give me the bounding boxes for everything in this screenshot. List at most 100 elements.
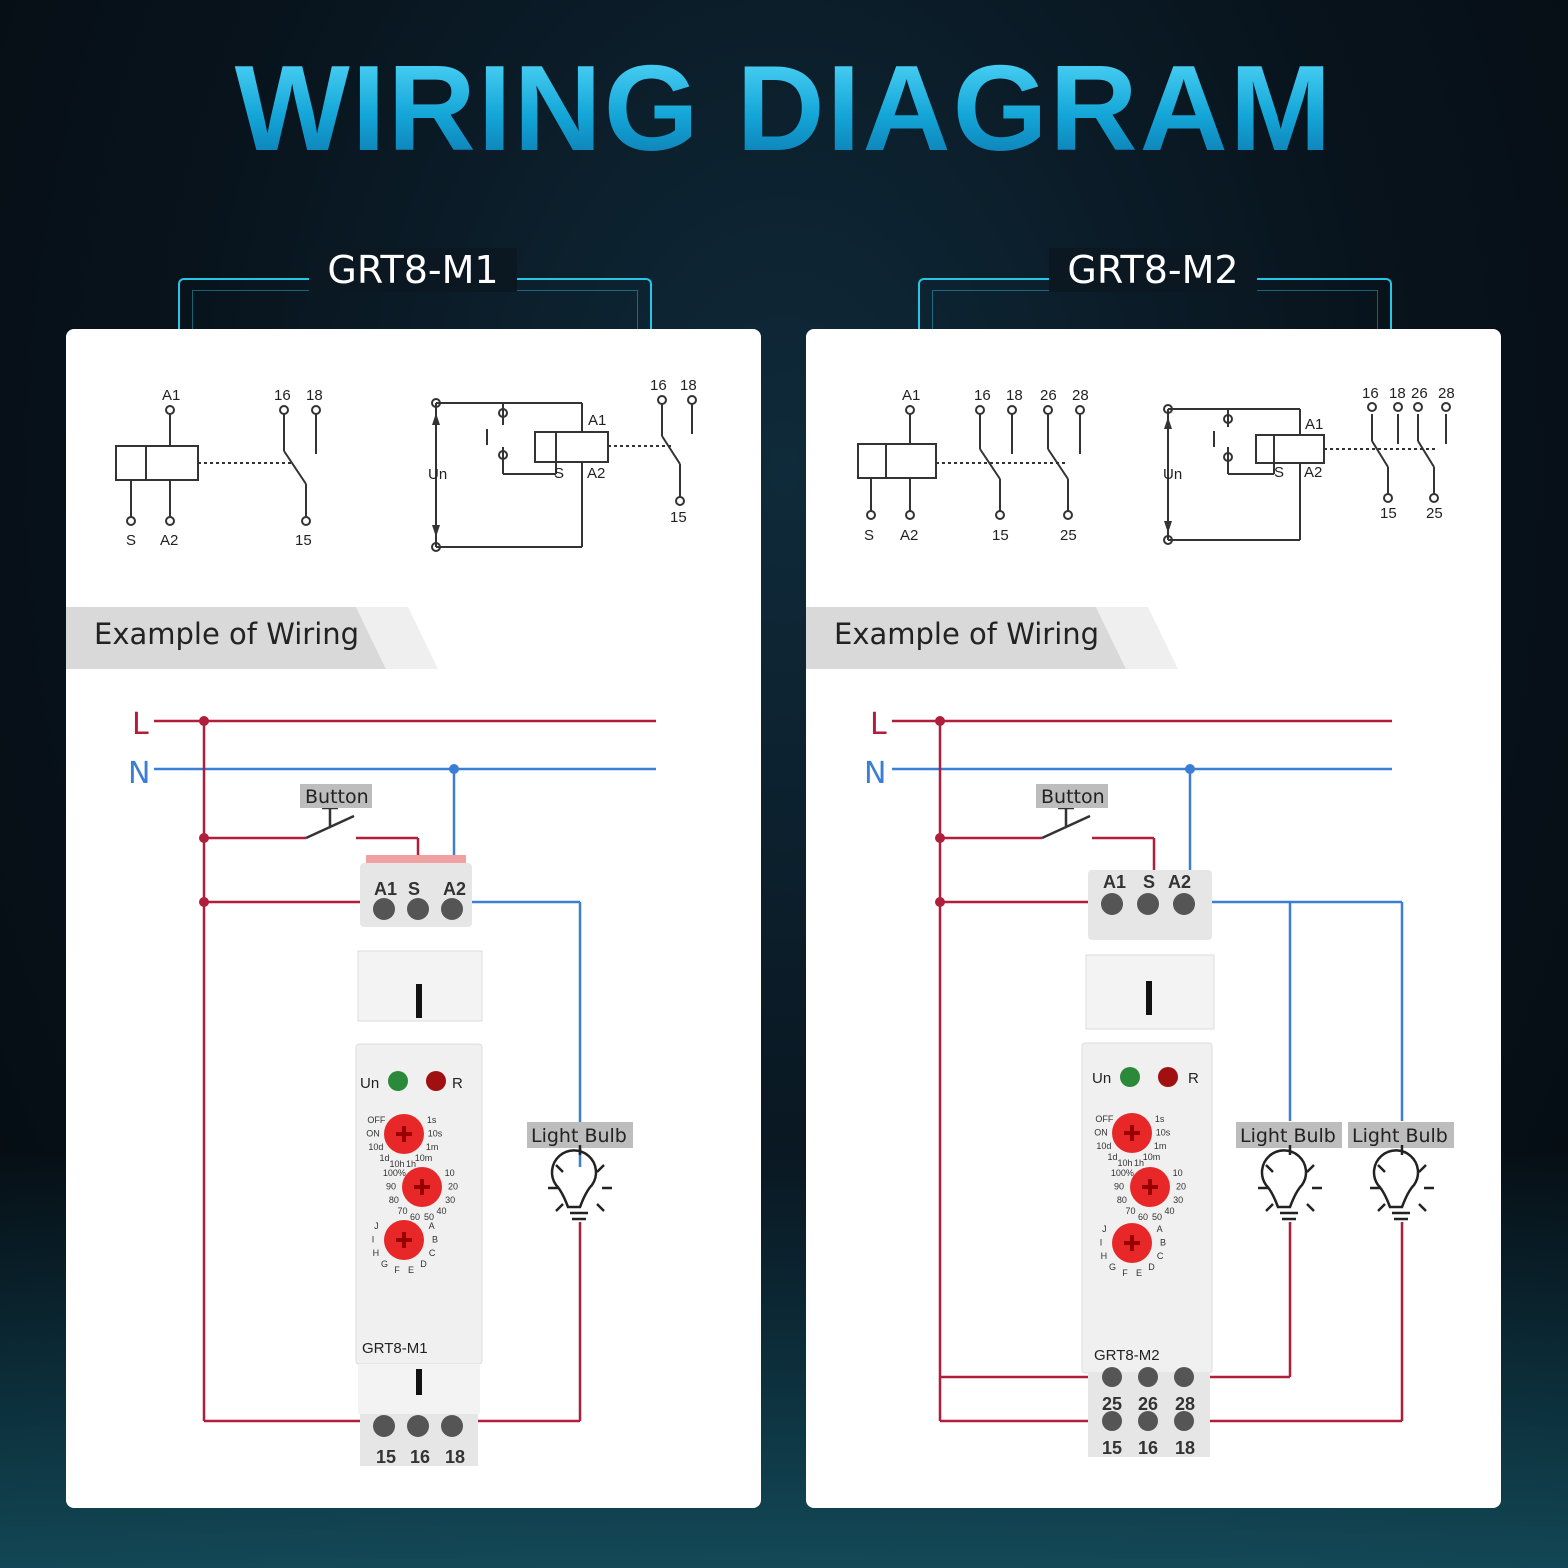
dial-scale-label: 10d [1096,1141,1111,1151]
lightbulb-icon [1370,1145,1434,1221]
model-title-m1: GRT8-M1 [178,248,648,292]
dial-scale-label: 60 [1138,1212,1148,1222]
dial-scale-label: 10h [1117,1158,1132,1168]
label-15: 15 [295,532,312,549]
svg-text:Un: Un [1163,466,1182,483]
dial-scale-label: 1h [1134,1158,1144,1168]
svg-text:25: 25 [1102,1394,1122,1414]
relay-device-m1 [355,855,483,1466]
dial-scale-label: 100% [383,1168,406,1178]
label-18: 18 [306,387,323,404]
svg-text:25: 25 [1060,527,1077,544]
svg-text:18: 18 [1006,387,1023,404]
dial-scale-label: 10s [1156,1128,1171,1138]
svg-text:A2: A2 [1168,872,1191,892]
svg-text:18: 18 [1389,385,1406,402]
dial-scale-label: 20 [1176,1182,1186,1192]
page-title: WIRING DIAGRAM [0,38,1568,178]
dial-scale-label: 1s [427,1115,437,1125]
dial-scale-label: B [1160,1238,1166,1248]
dial-scale-label: 1d [1107,1152,1117,1162]
dial-scale-label: C [429,1248,436,1258]
svg-text:16: 16 [1138,1438,1158,1458]
dial-scale-label: 40 [1164,1206,1174,1216]
schematic-coil-m1 [115,405,321,526]
svg-text:S: S [408,879,420,899]
dial-scale-label: H [373,1248,380,1258]
dial-scale-label: 10m [1143,1152,1161,1162]
svg-text:15: 15 [1102,1438,1122,1458]
dial-scale-label: 80 [389,1195,399,1205]
svg-text:26: 26 [1040,387,1057,404]
dial-scale-label: B [432,1235,438,1245]
svg-text:16: 16 [410,1447,430,1467]
example-label: Example of Wiring [834,617,1100,651]
device-model-text: GRT8-M1 [362,1340,428,1357]
example-banner [66,607,386,669]
dial-scale-label: 1m [1154,1141,1167,1151]
dial-scale-label: 80 [1117,1195,1127,1205]
dial-scale-label: 40 [436,1206,446,1216]
dial-scale-label: 100% [1111,1168,1134,1178]
label-a1: A1 [162,387,180,404]
svg-text:26: 26 [1138,1394,1158,1414]
dial-scale-label: 70 [397,1206,407,1216]
example-banner [806,607,1126,669]
button-label: Button [305,786,369,808]
dial-scale-label: G [381,1259,388,1269]
model-title-m2: GRT8-M2 [918,248,1388,292]
dial-scale-label: G [1109,1262,1116,1272]
lightbulb-icon [1258,1145,1322,1221]
device-r-label: R [452,1075,463,1092]
dial-scale-label: A [429,1221,435,1231]
label-15-right: 15 [670,509,687,526]
label-a1-right: A1 [588,412,606,429]
svg-text:15: 15 [376,1447,396,1467]
label-16: 16 [274,387,291,404]
svg-text:A1: A1 [1305,416,1323,433]
svg-text:28: 28 [1072,387,1089,404]
dial-scale-label: D [420,1259,427,1269]
dial-scale-label: 50 [424,1212,434,1222]
button-symbol [1041,806,1091,840]
dial-scale-label: F [394,1265,400,1275]
wiring-card-m1: Example of Wiring A1 16 18 S A2 15 [66,329,761,1508]
svg-text:S: S [864,527,874,544]
svg-text:26: 26 [1411,385,1428,402]
neutral-wiring [1188,769,1404,1121]
label-a2: A2 [160,532,178,549]
device-un-label: Un [360,1075,379,1092]
svg-text:18: 18 [1175,1438,1195,1458]
dial-scale-label: 20 [448,1182,458,1192]
dial-scale-label: I [1100,1238,1103,1248]
dial-scale-label: 10h [389,1159,404,1169]
dial-scale-label: 1m [426,1142,439,1152]
svg-text:25: 25 [1426,505,1443,522]
dial-scale-label: 90 [1114,1182,1124,1192]
dial-scale-label: 1d [379,1153,389,1163]
dial-scale-label: ON [366,1129,380,1139]
wiring-card-m2: Example of Wiring A1 16 18 26 28 S [806,329,1501,1508]
svg-text:S: S [1143,872,1155,892]
dial-scale-label: 30 [1173,1195,1183,1205]
svg-text:A1: A1 [374,879,397,899]
label-a2-right: A2 [587,465,605,482]
schematic-coil-m2 [857,405,1085,520]
svg-text:18: 18 [445,1447,465,1467]
relay-device-m2 [1081,870,1215,1457]
svg-text:15: 15 [1380,505,1397,522]
schematic-circuit-m2 [1163,402,1451,545]
dial-scale-label: 50 [1152,1212,1162,1222]
device-r-label: R [1188,1070,1199,1087]
dial-scale-label: J [374,1221,379,1231]
bulb-label-2: Light Bulb [1352,1125,1448,1147]
dial-scale-label: 10 [1173,1168,1183,1178]
line-n-label: N [128,756,150,791]
dial-scale-label: C [1157,1251,1164,1261]
dial-scale-label: I [372,1235,375,1245]
dial-scale-label: 90 [386,1182,396,1192]
dial-scale-label: D [1148,1262,1155,1272]
dial-scale-label: 60 [410,1212,420,1222]
dial-scale-label: F [1122,1268,1128,1278]
svg-text:28: 28 [1438,385,1455,402]
